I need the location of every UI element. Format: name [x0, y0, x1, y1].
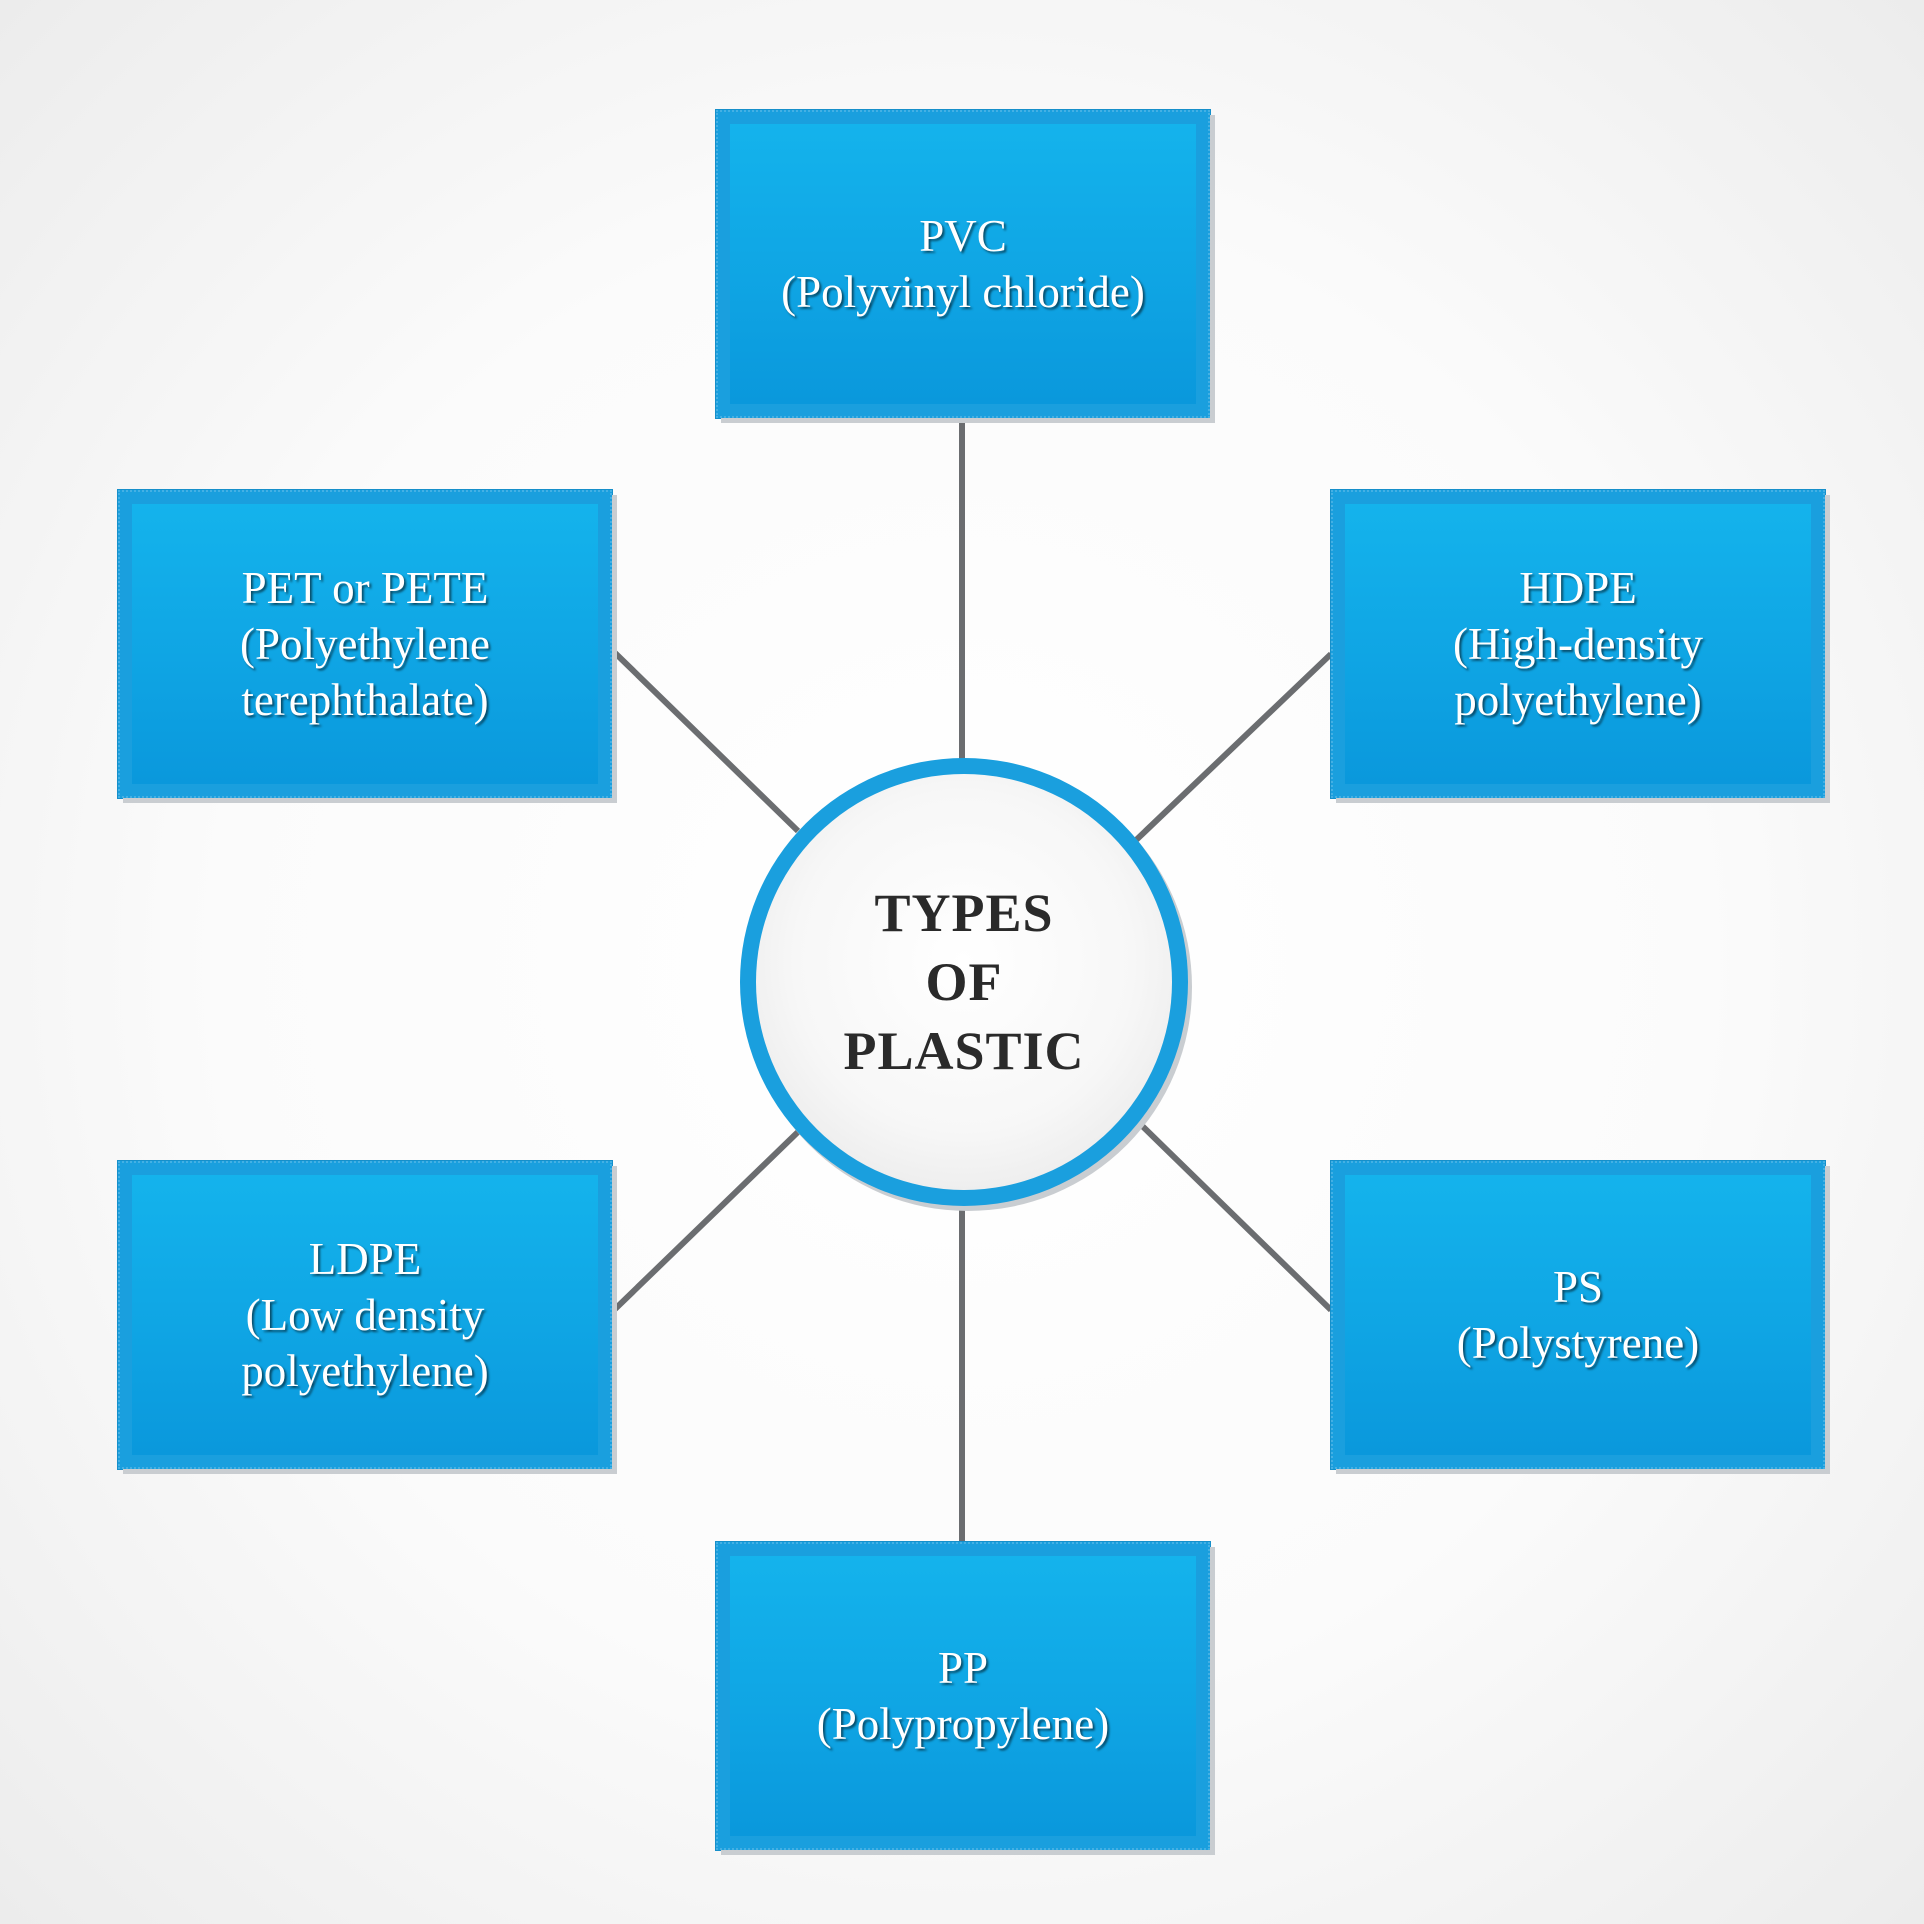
- node-pet-fullname-line2: terephthalate): [241, 675, 489, 725]
- center-title-line2: OF: [925, 951, 1003, 1012]
- connector-ldpe: [609, 1127, 803, 1315]
- node-pvc-fullname: (Polyvinyl chloride): [781, 267, 1145, 317]
- node-ps-fullname: (Polystyrene): [1456, 1318, 1700, 1368]
- node-pvc-label: PVC (Polyvinyl chloride): [781, 208, 1145, 320]
- node-pet-label: PET or PETE (Polyethylene terephthalate): [240, 560, 490, 728]
- node-ldpe-abbr: LDPE: [308, 1234, 422, 1284]
- node-ldpe-fullname-line1: (Low density: [245, 1290, 485, 1340]
- node-ps-abbr: PS: [1552, 1262, 1604, 1312]
- node-pp: PP (Polypropylene): [716, 1542, 1210, 1850]
- node-pvc: PVC (Polyvinyl chloride): [716, 110, 1210, 418]
- node-ldpe: LDPE (Low density polyethylene): [118, 1161, 612, 1469]
- node-ldpe-fullname-line2: polyethylene): [241, 1346, 489, 1396]
- connector-pet: [609, 647, 801, 834]
- connector-ps: [1130, 1114, 1334, 1313]
- node-pp-abbr: PP: [937, 1643, 989, 1693]
- node-pvc-abbr: PVC: [919, 211, 1007, 261]
- node-ldpe-label: LDPE (Low density polyethylene): [241, 1231, 488, 1399]
- node-pp-label: PP (Polypropylene): [817, 1640, 1109, 1752]
- node-pet: PET or PETE (Polyethylene terephthalate): [118, 490, 612, 798]
- node-ps-label: PS (Polystyrene): [1457, 1259, 1699, 1371]
- node-hdpe-abbr: HDPE: [1519, 563, 1637, 613]
- node-hdpe-fullname-line2: polyethylene): [1454, 675, 1702, 725]
- node-pp-fullname: (Polypropylene): [816, 1699, 1110, 1749]
- center-title-line1: TYPES: [874, 882, 1054, 943]
- node-pet-abbr: PET or PETE: [241, 563, 489, 613]
- center-hub-title: TYPES OF PLASTIC: [843, 879, 1084, 1086]
- node-ps: PS (Polystyrene): [1331, 1161, 1825, 1469]
- connector-hdpe: [1130, 651, 1334, 846]
- node-hdpe-label: HDPE (High-density polyethylene): [1453, 560, 1703, 728]
- node-hdpe: HDPE (High-density polyethylene): [1331, 490, 1825, 798]
- node-hdpe-fullname-line1: (High-density: [1453, 619, 1703, 669]
- center-hub: TYPES OF PLASTIC: [756, 774, 1172, 1190]
- node-pet-fullname-line1: (Polyethylene: [240, 619, 490, 669]
- center-title-line3: PLASTIC: [843, 1020, 1085, 1081]
